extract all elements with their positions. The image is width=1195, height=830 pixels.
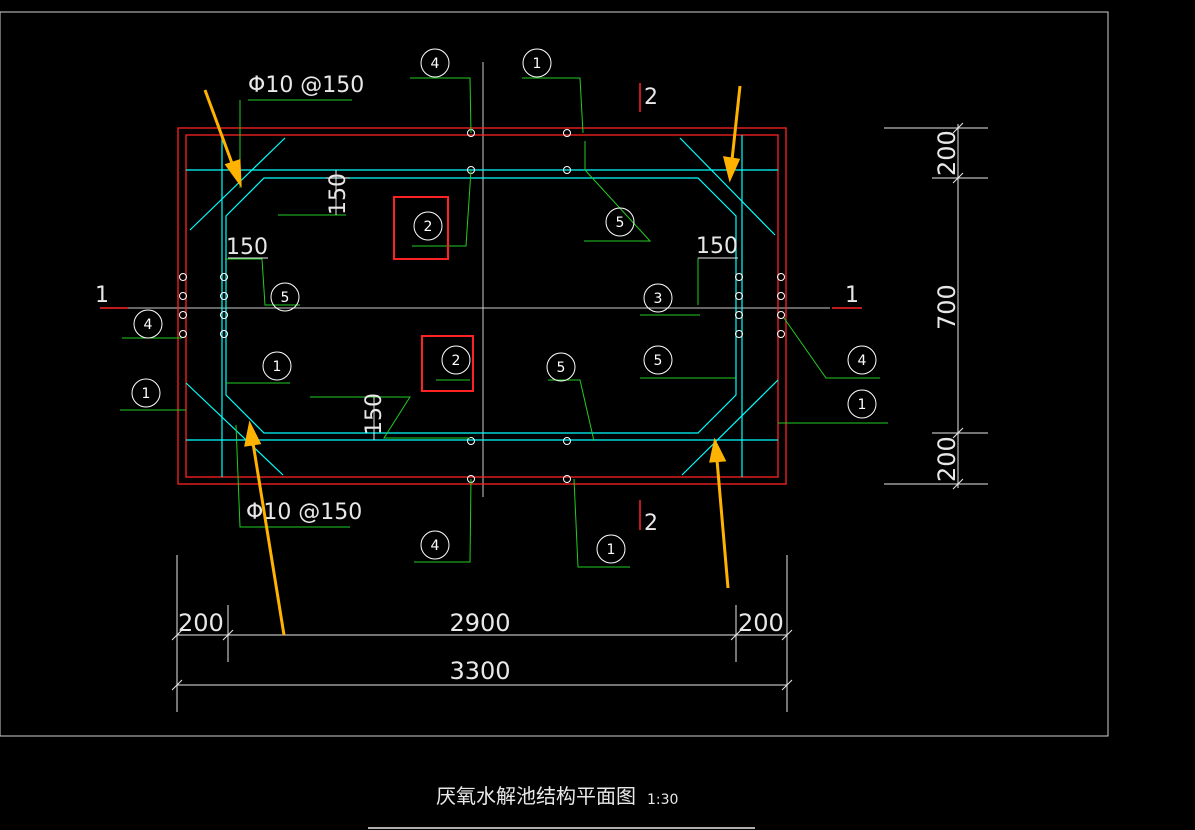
drawing-frame — [0, 11, 1109, 737]
section-mark-right-1: 1 — [845, 283, 859, 308]
bubble-left-5: 5 — [281, 290, 290, 306]
bubble-top-4: 4 — [431, 56, 440, 72]
bubble-left-4: 4 — [144, 317, 153, 333]
bubble-top-1: 1 — [533, 56, 542, 72]
dim-right-top-200: 200 — [933, 130, 961, 176]
leader-lines — [120, 77, 888, 568]
bubble-right-5: 5 — [654, 353, 663, 369]
bubble-upper-right-5: 5 — [616, 215, 625, 231]
drawing-scale: 1:30 — [647, 792, 678, 808]
section-marks — [100, 83, 862, 530]
bubble-center-upper-2: 2 — [424, 219, 433, 235]
dim-bottom-total-3300: 3300 — [449, 657, 510, 685]
bubble-bottom-4: 4 — [431, 538, 440, 554]
centerlines — [100, 62, 830, 497]
section-mark-bottom-2: 2 — [644, 511, 658, 536]
rebar-label-top: Φ10 @150 — [248, 73, 364, 98]
rebar-grid — [185, 135, 779, 477]
offset-150-top-left: 150 — [326, 173, 351, 215]
drawing-title: 厌氧水解池结构平面图 — [436, 784, 636, 808]
rebar-dots — [179, 129, 785, 483]
offset-150-left: 150 — [226, 235, 268, 260]
bubble-left-1: 1 — [142, 386, 151, 402]
dim-bottom-mid-2900: 2900 — [449, 609, 510, 637]
dim-bottom-left-200: 200 — [178, 609, 224, 637]
annotation-arrows — [203, 85, 742, 636]
bubble-circles — [131, 48, 877, 564]
dim-bottom-right-200: 200 — [738, 609, 784, 637]
bubble-center-lower-2: 2 — [452, 353, 461, 369]
bubble-right-3: 3 — [654, 291, 663, 307]
dimension-lines — [171, 122, 988, 712]
tank-outline — [177, 127, 787, 485]
dim-right-mid-700: 700 — [933, 284, 961, 330]
section-mark-top-2: 2 — [644, 85, 658, 110]
bubble-right-1: 1 — [858, 397, 867, 413]
rebar-label-bottom: Φ10 @150 — [246, 500, 362, 525]
bubble-inner-left-1: 1 — [273, 359, 282, 375]
highlight-box-lower — [421, 335, 474, 392]
offset-150-bottom: 150 — [362, 393, 387, 435]
highlight-box-upper — [393, 196, 449, 260]
section-mark-left-1: 1 — [95, 283, 109, 308]
bubble-bottom-1: 1 — [607, 542, 616, 558]
offset-150-right: 150 — [696, 234, 738, 259]
bubble-right-4: 4 — [858, 353, 867, 369]
dim-right-bottom-200: 200 — [933, 436, 961, 482]
bubble-center-5: 5 — [557, 360, 566, 376]
